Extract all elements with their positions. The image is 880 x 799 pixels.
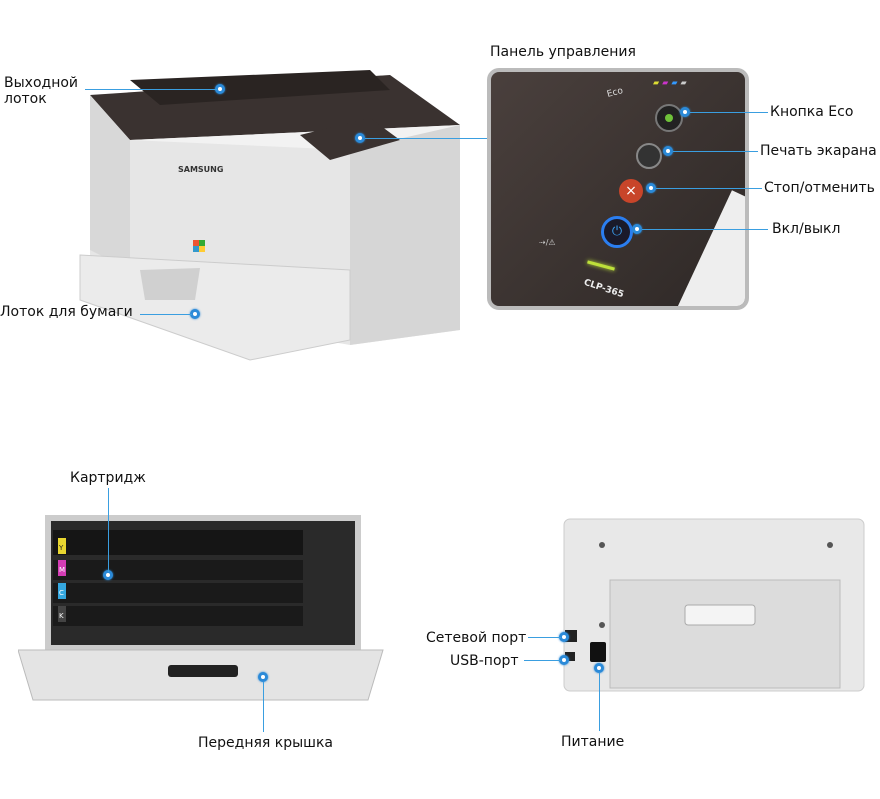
stop-cancel-button[interactable]: ×	[619, 179, 643, 203]
samsung-color-logo	[193, 240, 205, 252]
cartridge-letter-y: Y	[58, 544, 64, 552]
label-control-panel: Панель управления	[490, 44, 636, 60]
callout-dot-power-supply	[594, 663, 604, 673]
label-stop-cancel: Стоп/отменить	[764, 180, 875, 196]
label-power: Вкл/выкл	[772, 221, 841, 237]
printer-front-illustration: SAMSUNG	[79, 70, 460, 361]
callout-line-paper-tray	[140, 314, 192, 315]
model-text: CLP-365	[582, 277, 625, 301]
brand-text: SAMSUNG	[178, 165, 223, 174]
callout-dot-power	[632, 224, 642, 234]
label-power-supply: Питание	[561, 734, 625, 750]
printer-back-illustration	[563, 518, 865, 692]
label-output-tray: Выходной лоток	[4, 75, 79, 107]
label-eco-button: Кнопка Eco	[770, 104, 854, 120]
cartridge-letter-k: K	[59, 612, 64, 620]
callout-dot-front-cover	[258, 672, 268, 682]
callout-line-control-panel	[365, 138, 490, 139]
callout-line-output-tray	[85, 89, 217, 90]
callout-line-power	[642, 229, 768, 230]
print-screen-button[interactable]	[636, 143, 662, 169]
label-print-screen: Печать экарана	[760, 143, 877, 159]
callout-line-stop	[656, 188, 762, 189]
callout-dot-stop	[646, 183, 656, 193]
callout-dot-eco	[680, 107, 690, 117]
toner-icons: ▰▰▰▰	[653, 78, 690, 87]
label-front-cover: Передняя крышка	[198, 735, 334, 751]
callout-line-eco	[690, 112, 768, 113]
power-button[interactable]: ⏻	[601, 216, 633, 248]
label-paper-tray: Лоток для бумаги	[0, 304, 133, 320]
eco-text: Eco	[605, 86, 625, 100]
callout-dot-print-screen	[663, 146, 673, 156]
cartridge-letter-c: C	[59, 589, 64, 597]
printer-open-illustration: Y M C K	[18, 515, 384, 701]
label-cartridge: Картридж	[70, 470, 146, 486]
label-network-port: Сетевой порт	[426, 630, 527, 646]
control-panel-closeup: Eco ▰▰▰▰ × ⏻ ⇢/⚠ CLP-365	[487, 68, 749, 310]
eco-button[interactable]	[655, 104, 683, 132]
callout-dot-control-panel	[355, 133, 365, 143]
callout-line-power-supply	[599, 673, 600, 731]
callout-line-usb-port	[524, 660, 561, 661]
label-usb-port: USB-порт	[450, 653, 519, 669]
callout-line-cartridge	[108, 488, 109, 572]
callout-line-network-port	[528, 637, 561, 638]
status-led	[587, 260, 615, 271]
wifi-warning-icon: ⇢/⚠	[539, 238, 556, 247]
cartridge-letter-m: M	[59, 566, 65, 574]
callout-line-print-screen	[673, 151, 758, 152]
callout-line-front-cover	[263, 682, 264, 732]
